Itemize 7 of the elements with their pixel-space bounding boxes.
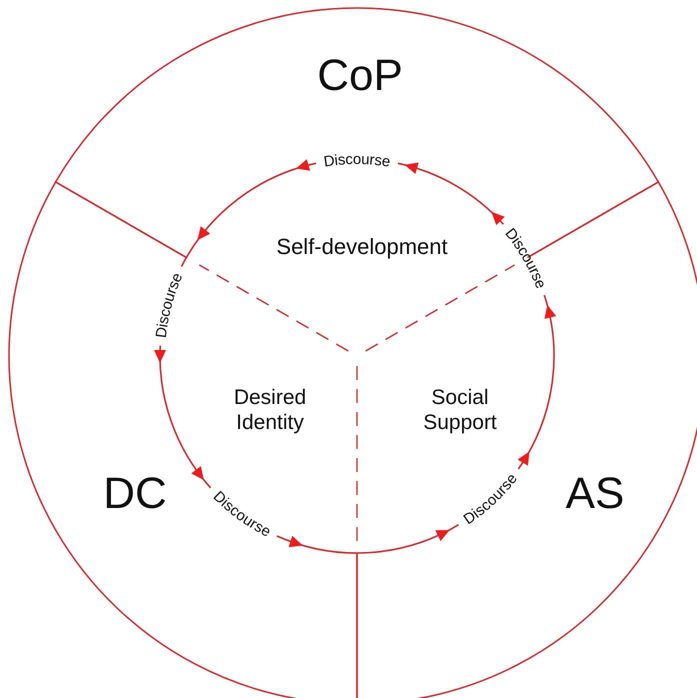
ring-label: Discourse [322, 150, 392, 170]
sector-label: Self-development [276, 234, 448, 260]
sector-title: CoP [317, 50, 403, 102]
sector-title: DC [103, 468, 167, 520]
sector-title: AS [566, 468, 624, 520]
sector-label: Desired Identity [232, 385, 308, 436]
sector-label: Social Support [422, 385, 498, 436]
